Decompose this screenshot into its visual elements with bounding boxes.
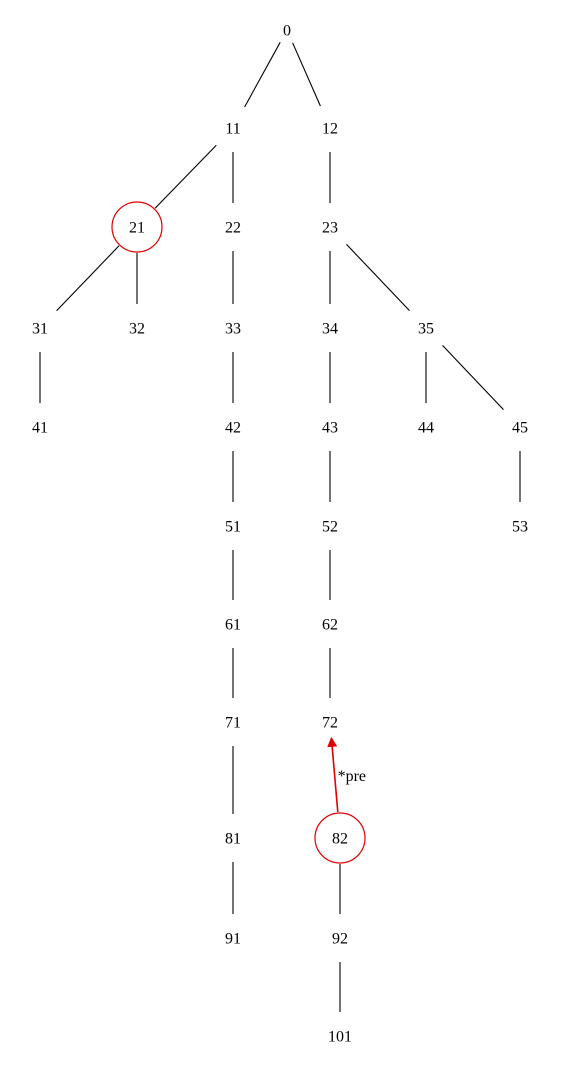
edge-layer: [39, 42, 521, 1012]
node-label: 35: [418, 321, 434, 338]
node-label: 82: [332, 831, 348, 848]
node-label: 91: [225, 931, 241, 948]
node-label: 33: [225, 321, 241, 338]
edge-35-45: [442, 345, 504, 410]
node-label: 32: [129, 321, 145, 338]
node-72: 72: [322, 715, 338, 732]
node-71: 71: [225, 715, 241, 732]
node-label: 42: [225, 420, 241, 437]
pointer-arrow: [327, 736, 339, 813]
edge-0-12: [292, 42, 321, 107]
node-82: 82: [314, 812, 366, 864]
highlight-circle: [111, 201, 163, 253]
pointer-label: *pre: [338, 768, 366, 785]
edge-0-11: [244, 42, 281, 108]
node-0: 0: [283, 23, 291, 40]
node-22: 22: [225, 220, 241, 237]
node-101: 101: [328, 1029, 352, 1046]
node-34: 34: [322, 321, 338, 338]
node-label: 44: [418, 420, 434, 437]
edge-23-35: [346, 244, 410, 311]
node-21: 21: [111, 201, 163, 253]
node-label: 72: [322, 715, 338, 732]
node-32: 32: [129, 321, 145, 338]
node-91: 91: [225, 931, 241, 948]
node-label: 41: [32, 420, 48, 437]
node-label: 43: [322, 420, 338, 437]
node-12: 12: [322, 121, 338, 138]
node-label: 62: [322, 617, 338, 634]
node-62: 62: [322, 617, 338, 634]
node-label: 71: [225, 715, 241, 732]
pointer-layer: *pre: [327, 736, 366, 813]
node-label: 22: [225, 220, 241, 237]
node-31: 31: [32, 321, 48, 338]
node-label: 61: [225, 617, 241, 634]
node-11: 11: [225, 121, 240, 138]
node-label: 81: [225, 831, 241, 848]
node-23: 23: [322, 220, 338, 237]
node-label: 51: [225, 519, 241, 536]
node-42: 42: [225, 420, 241, 437]
node-label: 101: [328, 1029, 352, 1046]
node-33: 33: [225, 321, 241, 338]
node-label: 31: [32, 321, 48, 338]
node-81: 81: [225, 831, 241, 848]
edge-21-31: [56, 245, 120, 312]
node-label: 52: [322, 519, 338, 536]
node-label: 45: [512, 420, 528, 437]
node-label: 34: [322, 321, 338, 338]
node-45: 45: [512, 420, 528, 437]
node-61: 61: [225, 617, 241, 634]
node-41: 41: [32, 420, 48, 437]
node-51: 51: [225, 519, 241, 536]
node-label: 53: [512, 519, 528, 536]
node-44: 44: [418, 420, 434, 437]
node-53: 53: [512, 519, 528, 536]
node-label: 11: [225, 121, 240, 138]
node-92: 92: [332, 931, 348, 948]
node-label: 23: [322, 220, 338, 237]
node-35: 35: [418, 321, 434, 338]
highlight-circle: [314, 812, 366, 864]
node-label: 0: [283, 23, 291, 40]
node-label: 12: [322, 121, 338, 138]
node-52: 52: [322, 519, 338, 536]
node-label: 92: [332, 931, 348, 948]
node-layer: 0 11 12 21 22 23 31 32 33 34 35 41 42 43 44 45 51 52 53 61 6…: [32, 23, 528, 1046]
node-43: 43: [322, 420, 338, 437]
node-label: 21: [129, 220, 145, 237]
edge-11-21: [154, 144, 217, 209]
